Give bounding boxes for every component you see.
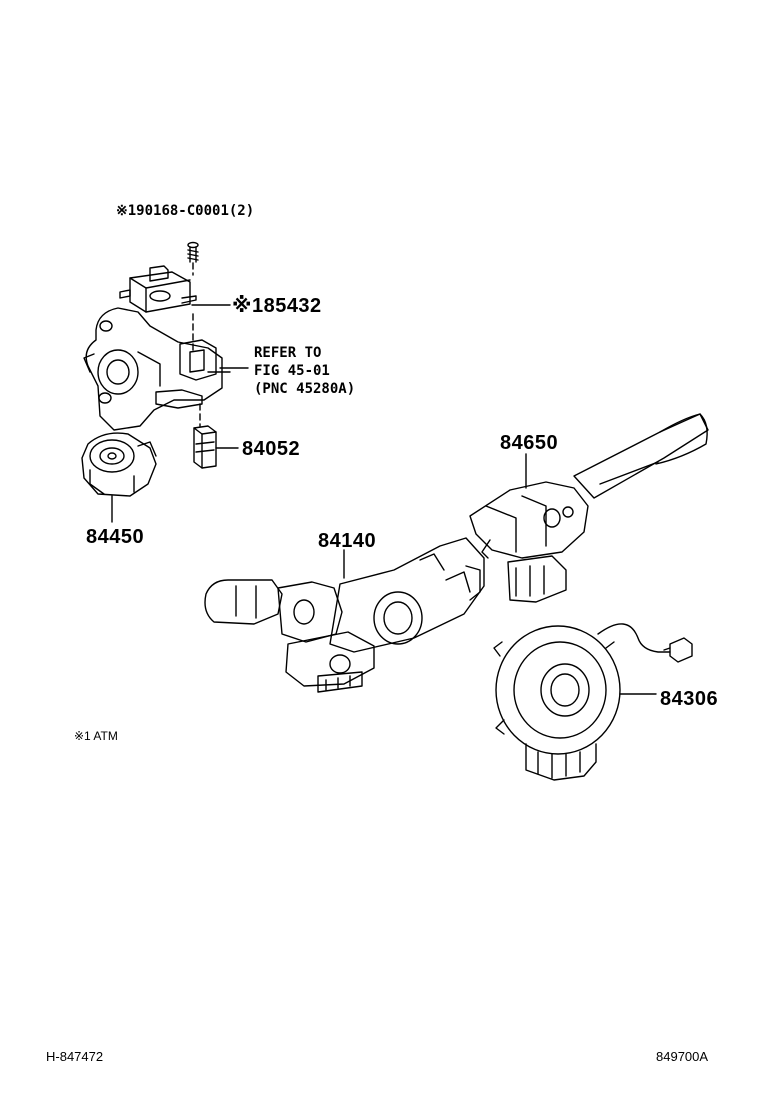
- spiral-cable-84306: [494, 624, 692, 780]
- steering-lock-housing: [84, 308, 230, 430]
- ignition-cylinder-84450: [82, 433, 156, 496]
- footer-right-code: 849700A: [656, 1049, 709, 1064]
- part-84650-label: 84650: [500, 432, 559, 454]
- switch-84052: [194, 426, 216, 468]
- part-84306-label: 84306: [660, 688, 719, 710]
- part-84052-label: 84052: [242, 438, 301, 460]
- part-85432-label: ※185432: [232, 295, 322, 317]
- screw-note-label: ※190168-C0001(2): [116, 203, 255, 219]
- refer-line-3: (PNC 45280A): [254, 381, 356, 397]
- atm-note-label: ※1 ATM: [74, 729, 118, 743]
- interlock-solenoid-85432: [120, 266, 196, 350]
- wiper-switch-84650: [470, 414, 708, 602]
- footer-left-code: H-847472: [46, 1049, 104, 1064]
- refer-line-2: FIG 45-01: [254, 363, 330, 379]
- headlight-switch-84140: [205, 538, 484, 692]
- part-84140-label: 84140: [318, 530, 377, 552]
- screw-90168: [188, 243, 198, 276]
- refer-line-1: REFER TO: [254, 345, 322, 361]
- part-84450-label: 84450: [86, 526, 145, 548]
